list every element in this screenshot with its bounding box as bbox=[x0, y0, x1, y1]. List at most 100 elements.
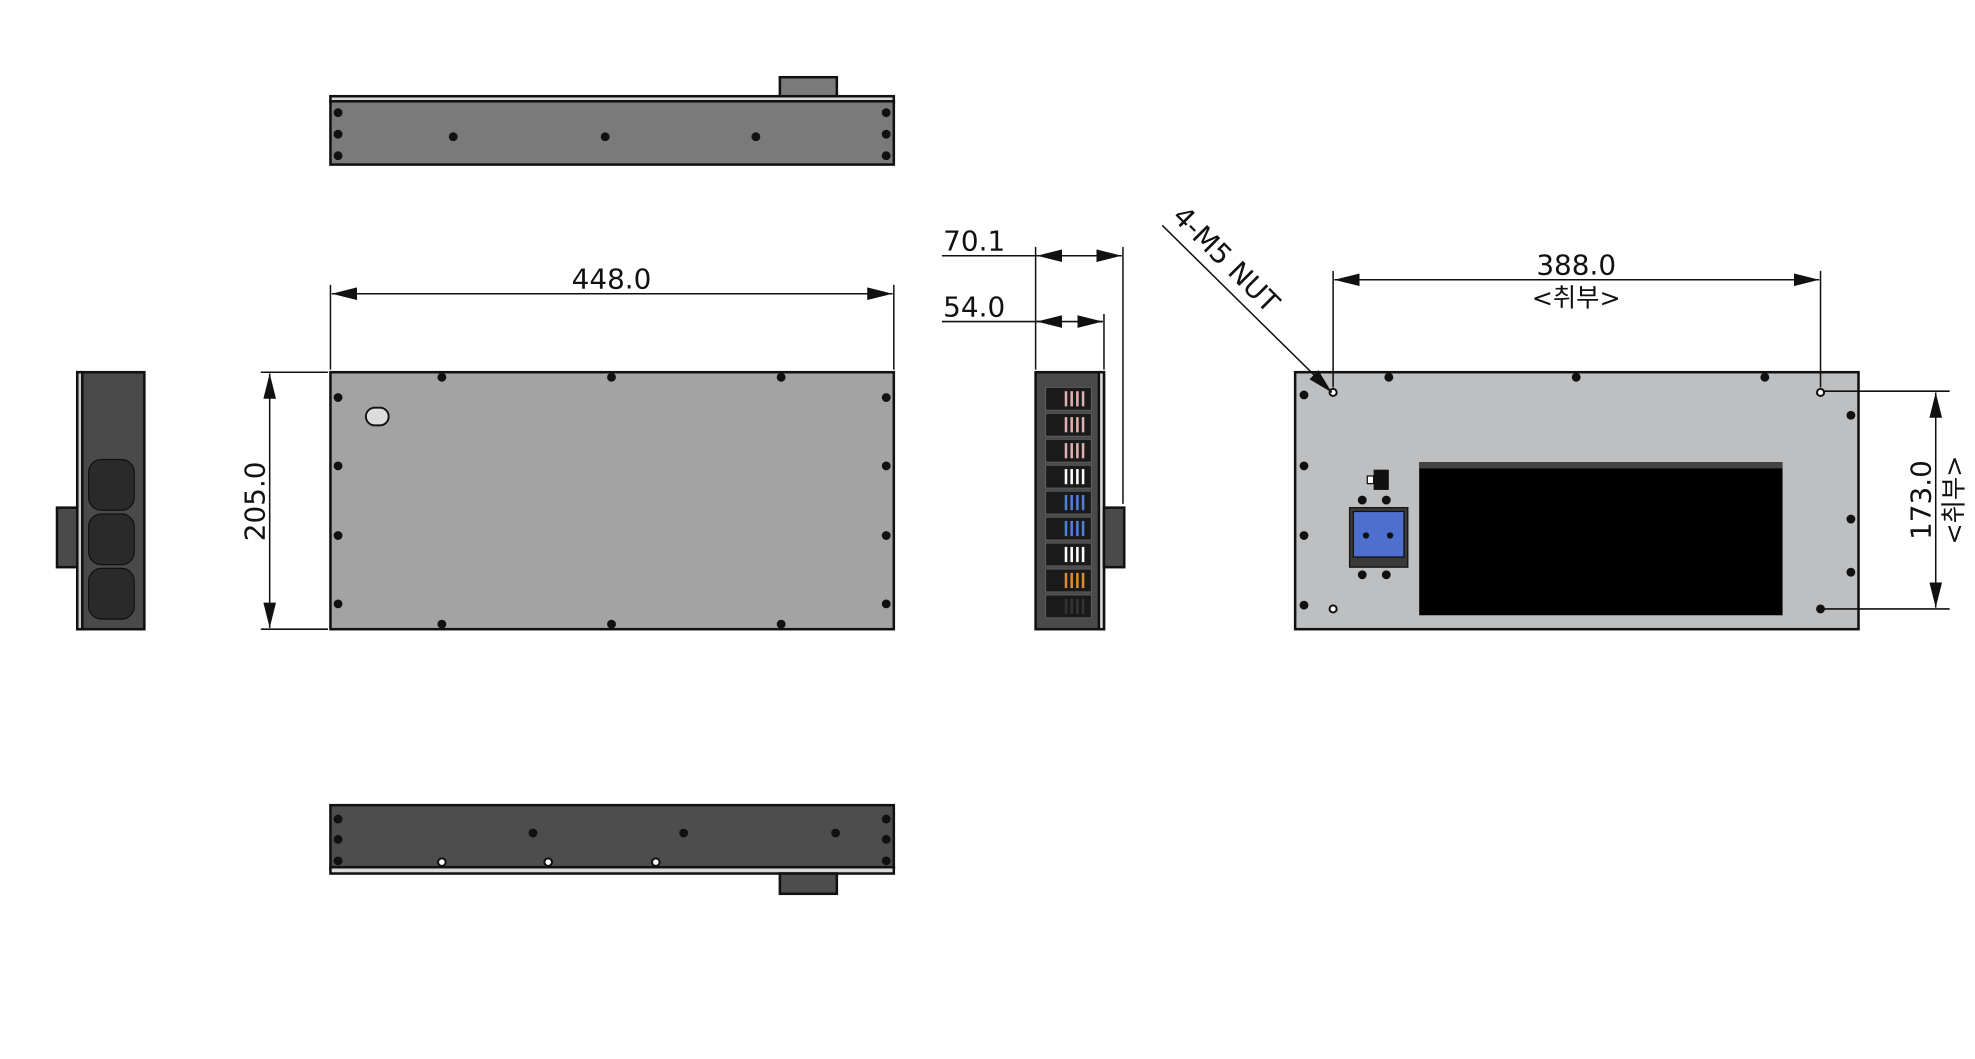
dimension-height: 205.0 bbox=[239, 371, 328, 630]
screw-hole bbox=[1299, 600, 1309, 610]
component-lead bbox=[1081, 391, 1085, 407]
screw-hole bbox=[1381, 570, 1391, 580]
vent-slot bbox=[1045, 594, 1092, 619]
component-lead bbox=[1081, 443, 1085, 459]
component-lead bbox=[1064, 546, 1068, 563]
screw-hole bbox=[1299, 531, 1309, 540]
screw-hole bbox=[1815, 387, 1826, 398]
vent-slot bbox=[1045, 542, 1092, 567]
screw-hole bbox=[1816, 604, 1825, 614]
screw-hole bbox=[607, 372, 616, 382]
screw-hole bbox=[881, 151, 891, 161]
vent-slot bbox=[1045, 412, 1092, 437]
component-lead bbox=[1070, 469, 1073, 485]
component-lead bbox=[1076, 469, 1079, 485]
component-lead bbox=[1076, 391, 1079, 407]
screw-hole bbox=[881, 834, 891, 844]
screw-hole bbox=[776, 619, 786, 629]
screw-hole bbox=[333, 108, 343, 118]
screw-hole bbox=[1846, 567, 1856, 577]
screw-hole bbox=[776, 372, 786, 382]
component-lead bbox=[1081, 546, 1085, 563]
screw-hole bbox=[333, 129, 343, 139]
screw-hole bbox=[600, 132, 610, 142]
vent-slot bbox=[1045, 490, 1092, 515]
component-lead bbox=[1076, 598, 1079, 615]
nut-callout: 4-M5 NUT bbox=[1161, 199, 1333, 393]
screw-hole bbox=[1846, 514, 1856, 524]
screw-hole bbox=[881, 856, 891, 866]
bottom-connector bbox=[778, 872, 839, 896]
dimension-depth-total: 70.1 bbox=[941, 225, 1124, 504]
screw-hole bbox=[881, 108, 891, 118]
screw-hole bbox=[333, 393, 343, 402]
vent-slot bbox=[1045, 387, 1092, 411]
screw-hole bbox=[679, 828, 689, 838]
left-connector bbox=[55, 506, 79, 569]
component-lead bbox=[1064, 443, 1068, 459]
component-lead bbox=[1070, 572, 1073, 589]
dimension-depth-body: 54.0 bbox=[941, 290, 1105, 370]
screw-hole bbox=[1299, 461, 1309, 471]
dimension-mount-height: 173.0 <취부> bbox=[1824, 390, 1968, 610]
screw-hole bbox=[333, 834, 343, 844]
screw-hole bbox=[651, 857, 661, 867]
screw-hole bbox=[1357, 495, 1367, 505]
component-lead bbox=[1070, 391, 1073, 407]
component-lead bbox=[1076, 417, 1079, 433]
dimension-mount-height-note: <취부> bbox=[1939, 456, 1968, 545]
component-lead bbox=[1081, 598, 1085, 615]
screw-hole bbox=[607, 619, 616, 629]
screw-hole bbox=[881, 599, 891, 609]
component-lead bbox=[1064, 495, 1068, 511]
screw-hole bbox=[1571, 372, 1581, 382]
nut-callout-label: 4-M5 NUT bbox=[1166, 199, 1287, 320]
screw-hole bbox=[881, 393, 891, 402]
rear-opening bbox=[1419, 462, 1783, 616]
screw-hole bbox=[751, 132, 761, 142]
screw-hole bbox=[1328, 387, 1338, 398]
component-lead bbox=[1064, 520, 1068, 537]
vent-slot bbox=[1045, 464, 1092, 489]
component-lead bbox=[1064, 572, 1068, 589]
dimension-mount-height-label: 173.0 bbox=[1905, 460, 1938, 540]
screw-hole bbox=[1760, 372, 1770, 382]
vent-slot bbox=[1045, 568, 1092, 593]
screw-hole bbox=[881, 814, 891, 824]
screw-hole bbox=[543, 857, 554, 867]
right-side-view bbox=[1034, 370, 1126, 631]
component-lead bbox=[1070, 495, 1073, 511]
component-lead bbox=[1076, 546, 1079, 563]
top-side-panel bbox=[329, 100, 896, 166]
left-side-view bbox=[55, 370, 146, 631]
dimension-mount-width-note: <취부> bbox=[1532, 283, 1621, 312]
vent-slot bbox=[1045, 438, 1092, 463]
screw-hole bbox=[1299, 390, 1309, 400]
front-indicator bbox=[364, 406, 390, 427]
component-lead bbox=[1081, 572, 1085, 589]
screw-hole bbox=[437, 619, 447, 629]
bottom-view bbox=[329, 803, 896, 896]
component-lead bbox=[1064, 598, 1068, 615]
component-lead bbox=[1081, 520, 1085, 537]
screw-hole bbox=[333, 531, 343, 540]
screw-hole bbox=[881, 531, 891, 540]
screw-hole bbox=[831, 828, 841, 838]
screw-hole bbox=[881, 129, 891, 139]
right-connector bbox=[1102, 506, 1126, 569]
dimension-mount-width-label: 388.0 bbox=[1536, 249, 1616, 282]
screw-hole bbox=[1846, 410, 1856, 420]
component-lead bbox=[1076, 520, 1079, 537]
screw-hole bbox=[437, 857, 447, 867]
dimension-width-label: 448.0 bbox=[572, 263, 652, 296]
screw-hole bbox=[528, 828, 538, 838]
screw-hole bbox=[333, 856, 343, 866]
component-lead bbox=[1076, 572, 1079, 589]
screw-hole bbox=[1328, 604, 1338, 614]
vent-slot bbox=[1045, 516, 1092, 541]
rear-switch bbox=[1373, 469, 1389, 490]
screw-hole bbox=[1384, 372, 1394, 382]
component-lead bbox=[1070, 598, 1073, 615]
screw-hole bbox=[333, 151, 343, 161]
